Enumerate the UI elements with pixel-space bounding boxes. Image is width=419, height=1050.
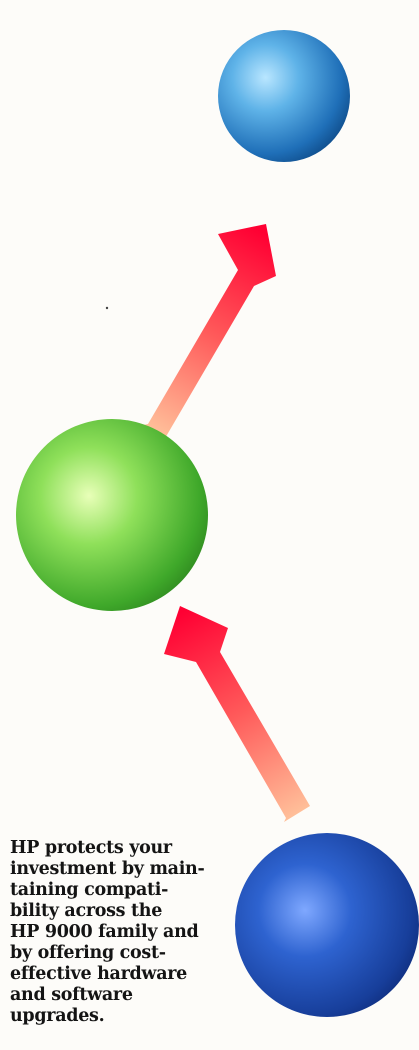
caption-line: investment by main- (10, 859, 235, 880)
caption-line: upgrades. (10, 1006, 235, 1027)
caption-line: effective hardware (10, 964, 235, 985)
caption-text: HP protects your investment by main- tai… (10, 838, 235, 1027)
caption-line: and software (10, 985, 235, 1006)
middle-sphere (16, 419, 208, 611)
caption-line: by offering cost- (10, 943, 235, 964)
caption-line: bility across the (10, 901, 235, 922)
caption-line: HP protects your (10, 838, 235, 859)
arrow-up-right-icon (138, 224, 276, 440)
top-sphere (218, 30, 350, 162)
caption-line: taining compati- (10, 880, 235, 901)
caption-line: HP 9000 family and (10, 922, 235, 943)
bottom-sphere (235, 833, 419, 1017)
arrow-up-left-icon (164, 606, 310, 822)
speck (106, 307, 108, 309)
